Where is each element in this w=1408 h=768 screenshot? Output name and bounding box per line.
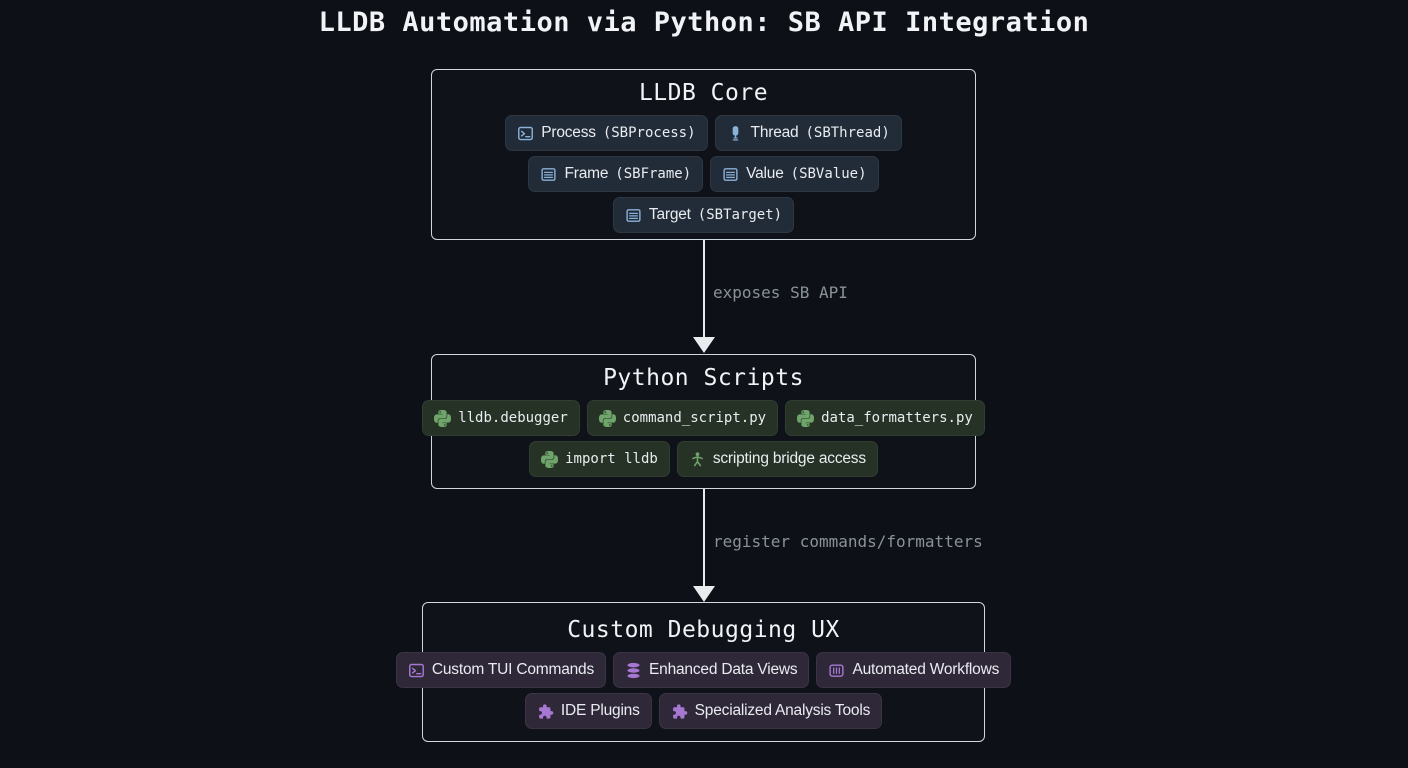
chip-code: data_formatters.py bbox=[821, 410, 973, 426]
chip-label: Value bbox=[746, 165, 784, 182]
chip-label: Specialized Analysis Tools bbox=[694, 702, 871, 719]
chip-lldb-debugger: lldb.debugger bbox=[422, 400, 580, 436]
chip-label: Custom TUI Commands bbox=[431, 661, 595, 678]
chip-row: IDE Plugins Specialized Analysis Tools bbox=[423, 693, 984, 729]
chip-rows: Process (SBProcess) Thread (SBThread) Fr… bbox=[432, 115, 975, 233]
chip-label: scripting bridge access bbox=[712, 450, 866, 467]
node-lldb-core: LLDB Core Process (SBProcess) Thread (SB… bbox=[431, 69, 976, 240]
python-icon bbox=[599, 410, 616, 427]
chip-label: Process bbox=[541, 124, 596, 141]
chip-row: Process (SBProcess) Thread (SBThread) bbox=[432, 115, 975, 151]
chip-import-lldb: import lldb bbox=[529, 441, 670, 477]
edge-line-exposes bbox=[703, 240, 705, 338]
diagram-title: LLDB Automation via Python: SB API Integ… bbox=[318, 7, 1090, 38]
chip-row: Custom TUI Commands Enhanced Data Views … bbox=[395, 652, 1012, 688]
chip-code: (SBFrame) bbox=[615, 166, 692, 182]
chip-label: Enhanced Data Views bbox=[649, 661, 798, 678]
node-python-scripts: Python Scripts lldb.debugger command_scr… bbox=[422, 354, 985, 489]
chip-frame: Frame (SBFrame) bbox=[528, 156, 704, 192]
bridge-access-icon bbox=[689, 451, 706, 468]
chip-code: (SBProcess) bbox=[602, 125, 696, 141]
chip-label: Automated Workflows bbox=[852, 661, 1000, 678]
terminal-icon bbox=[408, 662, 425, 679]
arrowhead-icon bbox=[693, 337, 715, 353]
list-icon bbox=[540, 166, 557, 183]
python-icon bbox=[434, 410, 451, 427]
chip-code: lldb.debugger bbox=[458, 410, 568, 426]
chip-data-formatters: data_formatters.py bbox=[785, 400, 985, 436]
chip-scripting-bridge: scripting bridge access bbox=[676, 441, 878, 477]
database-icon bbox=[625, 662, 642, 679]
edge-line-register bbox=[703, 489, 705, 587]
edge-label-register: register commands/formatters bbox=[713, 532, 983, 551]
chip-thread: Thread (SBThread) bbox=[714, 115, 902, 151]
chip-value: Value (SBValue) bbox=[710, 156, 879, 192]
chip-code: (SBThread) bbox=[805, 125, 890, 141]
chip-row: import lldb scripting bridge access bbox=[432, 441, 975, 477]
puzzle-icon bbox=[671, 703, 688, 720]
chip-code: (SBValue) bbox=[790, 166, 867, 182]
node-title: Python Scripts bbox=[603, 365, 804, 391]
chip-row: Frame (SBFrame) Value (SBValue) bbox=[432, 156, 975, 192]
chip-custom-tui: Custom TUI Commands bbox=[395, 652, 607, 688]
chip-process: Process (SBProcess) bbox=[505, 115, 708, 151]
chip-specialized-analysis: Specialized Analysis Tools bbox=[658, 693, 883, 729]
chip-code: command_script.py bbox=[622, 410, 767, 426]
chip-target: Target (SBTarget) bbox=[612, 197, 795, 233]
list-icon bbox=[625, 207, 642, 224]
node-custom-debugging-ux: Custom Debugging UX Custom TUI Commands … bbox=[395, 602, 1012, 742]
chip-rows: lldb.debugger command_script.py data_for… bbox=[422, 400, 985, 477]
puzzle-icon bbox=[537, 703, 554, 720]
chip-row: lldb.debugger command_script.py data_for… bbox=[422, 400, 985, 436]
chip-label: Target bbox=[648, 206, 691, 223]
python-icon bbox=[541, 451, 558, 468]
list-icon bbox=[722, 166, 739, 183]
edge-label-exposes: exposes SB API bbox=[713, 283, 848, 302]
chip-label: IDE Plugins bbox=[560, 702, 640, 719]
chip-enhanced-data-views: Enhanced Data Views bbox=[613, 652, 810, 688]
chip-label: Thread bbox=[750, 124, 799, 141]
chip-code: import lldb bbox=[565, 451, 658, 467]
node-title: LLDB Core bbox=[638, 80, 769, 106]
node-title: Custom Debugging UX bbox=[567, 617, 840, 643]
chip-code: (SBTarget) bbox=[697, 207, 783, 223]
chip-row: Target (SBTarget) bbox=[432, 197, 975, 233]
thread-icon bbox=[727, 125, 744, 142]
workflow-icon bbox=[828, 662, 845, 679]
chip-rows: Custom TUI Commands Enhanced Data Views … bbox=[395, 652, 1012, 729]
chip-ide-plugins: IDE Plugins bbox=[524, 693, 652, 729]
python-icon bbox=[797, 410, 814, 427]
chip-label: Frame bbox=[564, 165, 609, 182]
terminal-icon bbox=[517, 125, 534, 142]
arrowhead-icon bbox=[693, 586, 715, 602]
chip-command-script: command_script.py bbox=[586, 400, 779, 436]
chip-automated-workflows: Automated Workflows bbox=[816, 652, 1012, 688]
